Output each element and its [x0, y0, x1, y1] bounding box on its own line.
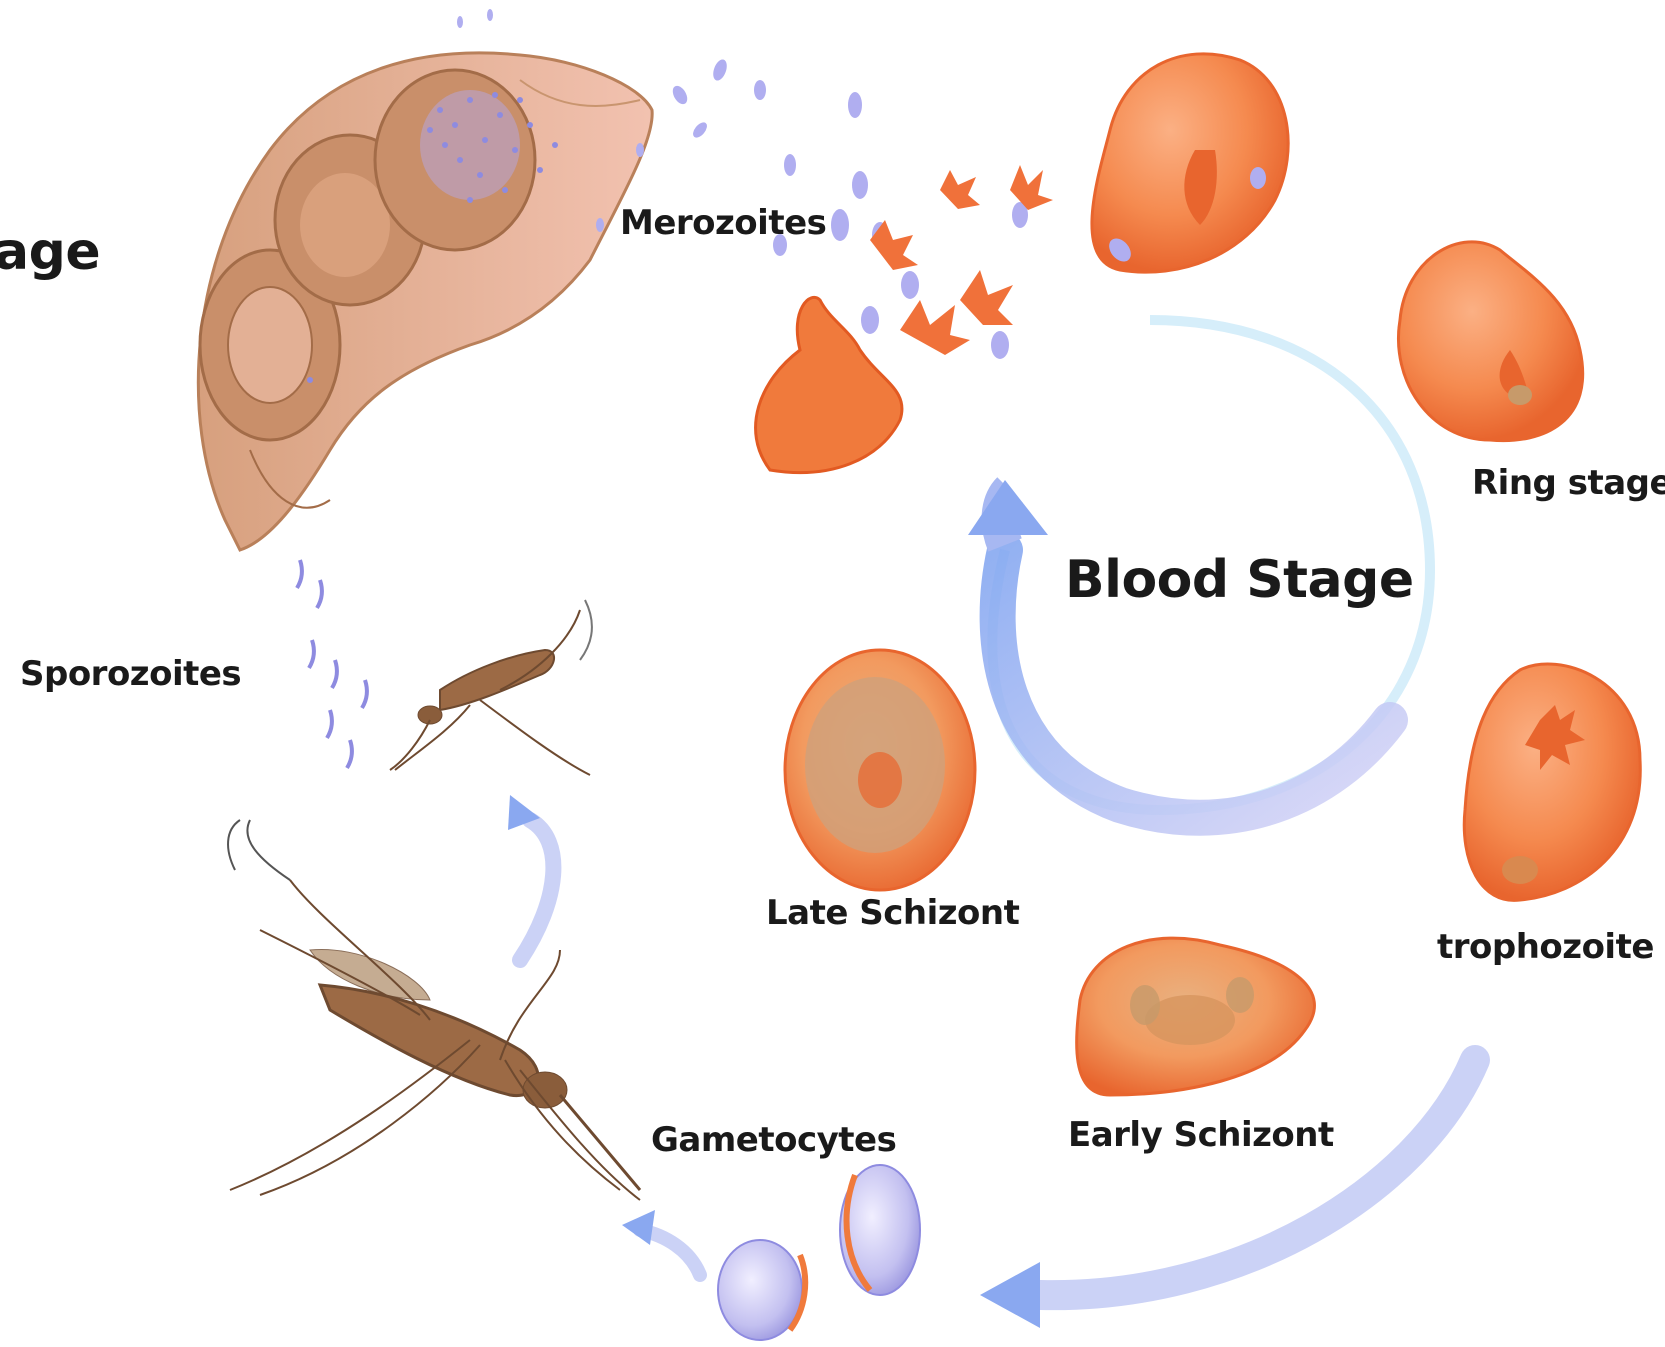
label-early-schizont: Early Schizont — [1068, 1115, 1334, 1155]
mosquito-biting — [390, 600, 592, 775]
rbc-invasion — [1092, 54, 1288, 272]
arrow-to-gametocytes — [980, 1060, 1475, 1328]
label-trophozoite: trophozoite — [1437, 927, 1654, 967]
label-ring-stage: Ring stage — [1472, 463, 1665, 503]
arrow-to-mosquito — [622, 1210, 700, 1275]
arrow-to-sporozoites — [508, 795, 553, 960]
liver — [198, 53, 652, 550]
label-merozoites: Merozoites — [620, 203, 826, 243]
label-sporozoites: Sporozoites — [20, 654, 241, 694]
label-late-schizont: Late Schizont — [766, 893, 1019, 933]
rbc-ring-stage — [1398, 242, 1582, 441]
gametocyte-cells — [718, 1165, 920, 1340]
stage-title-fragment: age — [0, 222, 100, 282]
rbc-early-schizont — [1077, 938, 1315, 1095]
rbc-trophozoite — [1464, 664, 1640, 900]
mosquito-feeding — [228, 820, 640, 1200]
sporozoites-particles — [297, 560, 367, 768]
rbc-late-schizont — [785, 650, 975, 890]
blood-stage-title: Blood Stage — [1065, 550, 1414, 610]
label-gametocytes: Gametocytes — [651, 1120, 896, 1160]
